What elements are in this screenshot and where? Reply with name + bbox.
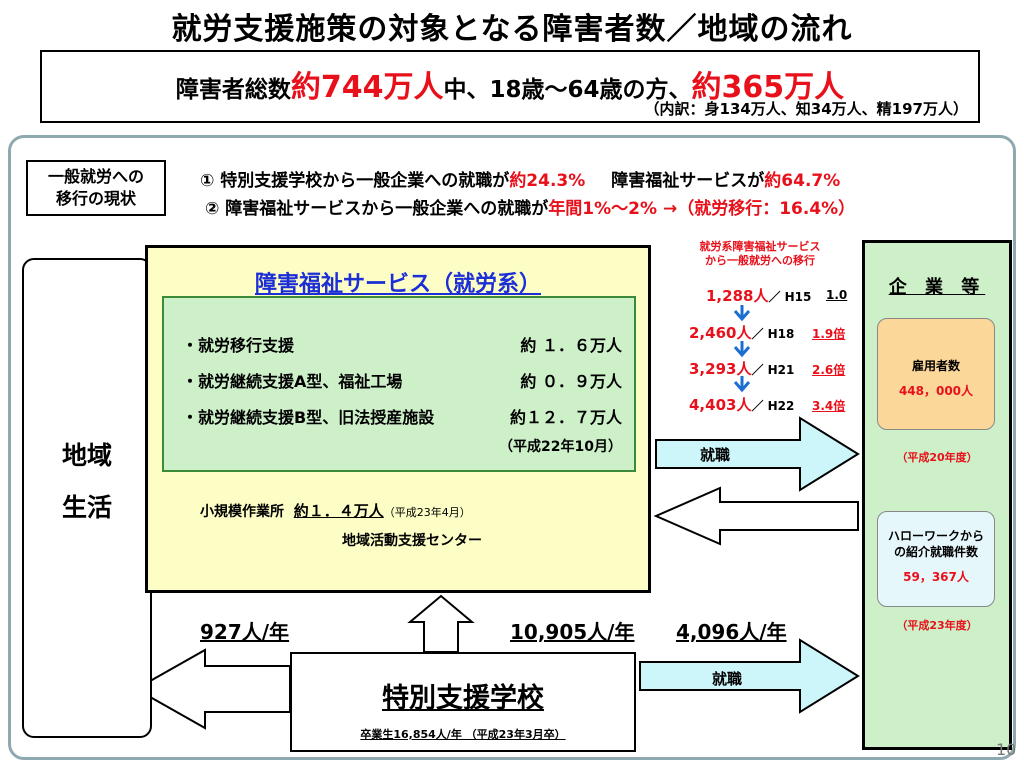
trend-year-4: ／ H22 xyxy=(751,399,795,413)
trend-year-1: ／ H15 xyxy=(768,290,812,304)
return-arrow xyxy=(653,486,859,546)
special-school-box: 特別支援学校 卒業生16,854人/年 （平成23年3月卒） xyxy=(290,652,636,752)
hellowork-date: （平成23年度） xyxy=(896,619,978,632)
flow-to-welfare: 10,905人/年 xyxy=(510,620,635,644)
status-label-line2: 移行の現状 xyxy=(55,189,136,208)
trend-arrow-3 xyxy=(733,376,751,393)
school-to-welfare-arrow xyxy=(407,594,475,653)
trend-ratio-1: 1.0 xyxy=(826,288,848,302)
summary-prefix: 障害者総数 xyxy=(175,77,291,103)
employment-label-lower: 就職 xyxy=(712,670,743,688)
trend-row-1: 1,288人／ H15 xyxy=(706,285,811,306)
school-graduates: 卒業生16,854人/年 （平成23年3月卒） xyxy=(360,728,566,741)
trend-title-line1: 就労系障害福祉サービス xyxy=(699,240,821,253)
employees-date: （平成20年度） xyxy=(896,451,978,464)
school-to-local-arrow xyxy=(133,648,291,730)
service-value-1: 約 １．６万人 xyxy=(520,336,622,355)
employees-box: 雇用者数 448，000人 xyxy=(877,318,995,430)
service-name-1: ・就労移行支援 xyxy=(182,336,295,355)
summary-working-age: 約365万人 xyxy=(691,70,845,105)
trend-count-3: 3,293人 xyxy=(689,360,752,378)
small-workshop-value: 約１．４万人 xyxy=(293,502,384,520)
service-name-2: ・就労継続支援A型、福祉工場 xyxy=(182,372,403,391)
summary-mid: 中、18歳～64歳の方、 xyxy=(443,77,692,103)
status-line-2: ② 障害福祉サービスから一般企業への就職が年間1%～2% →（就労移行：16.4… xyxy=(205,194,855,219)
trend-row-4: 4,403人／ H22 xyxy=(689,394,794,415)
employees-value: 448，000人 xyxy=(898,384,974,398)
trend-ratio-3: 2.6倍 xyxy=(812,363,846,377)
hellowork-line2: の紹介就職件数 xyxy=(893,545,978,559)
summary-total: 約744万人 xyxy=(290,70,444,105)
companies-title: 企 業 等 xyxy=(888,277,986,298)
flow-to-local: 927人/年 xyxy=(200,620,290,644)
service-name-3: ・就労継続支援B型、旧法授産施設 xyxy=(182,408,435,427)
status-line1-text2: 障害福祉サービスが xyxy=(611,171,765,191)
trend-count-1: 1,288人 xyxy=(706,287,769,305)
school-title: 特別支援学校 xyxy=(382,683,544,714)
status-line2-text: ② 障害福祉サービスから一般企業への就職が xyxy=(205,199,549,219)
status-line1-text: ① 特別支援学校から一般企業への就職が xyxy=(200,171,510,191)
small-workshop: 小規模作業所 約１．４万人（平成23年4月） xyxy=(200,500,471,521)
trend-ratio-4: 3.4倍 xyxy=(812,399,846,413)
local-life-box: 地域 生活 xyxy=(22,258,152,738)
status-label-line1: 一般就労への xyxy=(47,167,144,186)
employees-label: 雇用者数 xyxy=(911,359,960,373)
activity-center: 地域活動支援センター xyxy=(342,533,482,549)
status-line1-value: 約24.3% xyxy=(509,171,586,191)
service-value-3: 約１２．７万人 xyxy=(509,408,622,427)
employment-arrow-upper xyxy=(655,416,860,492)
summary-box: 障害者総数約744万人中、18歳～64歳の方、約365万人 （内訳：身134万人… xyxy=(40,50,980,123)
trend-title-line2: から一般就労への移行 xyxy=(705,254,815,267)
summary-line: 障害者総数約744万人中、18歳～64歳の方、約365万人 xyxy=(42,62,978,106)
page-number: 10 xyxy=(996,740,1017,759)
trend-row-2: 2,460人／ H18 xyxy=(689,322,794,343)
small-workshop-date: （平成23年4月） xyxy=(383,506,471,519)
hellowork-value: 59，367人 xyxy=(903,570,969,584)
employment-label-upper: 就職 xyxy=(700,446,731,464)
service-value-2: 約 ０．９万人 xyxy=(520,372,622,391)
trend-year-2: ／ H18 xyxy=(751,327,795,341)
page-title: 就労支援施策の対象となる障害者数／地域の流れ xyxy=(171,12,853,47)
welfare-title: 障害福祉サービス（就労系） xyxy=(254,272,541,297)
local-life-line2: 生活 xyxy=(61,493,112,522)
companies-box: 企 業 等 雇用者数 448，000人 （平成20年度） ハローワークから の紹… xyxy=(862,240,1012,750)
status-line2-value: 年間1%～2% →（就労移行：16.4%） xyxy=(548,199,856,219)
summary-breakdown: （内訳：身134万人、知34万人、精197万人） xyxy=(644,100,969,118)
hellowork-box: ハローワークから の紹介就職件数 59，367人 xyxy=(877,511,995,607)
status-line-1: ① 特別支援学校から一般企業への就職が約24.3% 障害福祉サービスが約64.7% xyxy=(200,166,840,191)
services-date: （平成22年10月） xyxy=(499,439,622,455)
employment-arrow-lower xyxy=(639,638,860,714)
trend-arrow-1 xyxy=(733,305,751,322)
hellowork-line1: ハローワークから xyxy=(887,529,984,543)
local-life-line1: 地域 xyxy=(61,441,112,470)
trend-count-2: 2,460人 xyxy=(689,324,752,342)
trend-ratio-2: 1.9倍 xyxy=(812,327,846,341)
trend-year-3: ／ H21 xyxy=(751,363,795,377)
services-box: ・就労移行支援 約 １．６万人 ・就労継続支援A型、福祉工場 約 ０．９万人 ・… xyxy=(162,296,636,472)
status-line1-value2: 約64.7% xyxy=(764,171,841,191)
trend-count-4: 4,403人 xyxy=(689,396,752,414)
flow-to-company: 4,096人/年 xyxy=(676,620,787,644)
status-label: 一般就労への 移行の現状 xyxy=(26,160,166,216)
diagram-frame xyxy=(8,135,1016,760)
trend-arrows xyxy=(733,305,751,393)
trend-row-3: 3,293人／ H21 xyxy=(689,358,794,379)
trend-title: 就労系障害福祉サービス から一般就労への移行 xyxy=(666,240,854,268)
small-workshop-label: 小規模作業所 xyxy=(200,504,284,520)
trend-arrow-2 xyxy=(733,341,751,358)
